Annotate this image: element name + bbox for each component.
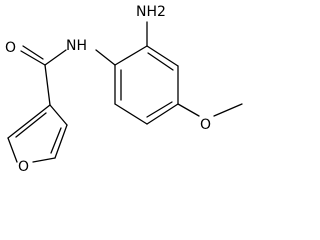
- bond-ring-methoxy-o: [177, 103, 200, 117]
- bond-ring-c4-c5: [146, 103, 179, 125]
- bond-nh-aryl: [95, 49, 116, 66]
- structure-canvas: NH2 NH O O O: [5, 4, 243, 175]
- bond-ring-c1-c2: [114, 45, 148, 66]
- bond-c3-carbonyl: [44, 64, 51, 106]
- methoxy-oxygen-label: O: [200, 117, 211, 133]
- bond-ring-c4-c5-inner: [146, 101, 173, 118]
- bond-carbonyl-o-1: [20, 50, 46, 66]
- bond-furan-c3-c3a: [49, 104, 68, 126]
- bond-carbonyl-nh: [44, 49, 67, 66]
- bond-furan-c4-c4-inner: [50, 127, 62, 154]
- carbonyl-oxygen-label: O: [5, 40, 16, 56]
- furan-oxygen-label: O: [18, 159, 29, 175]
- molecule-drawing: NH2 NH O O O: [5, 4, 243, 175]
- bond-furan-c4-o: [32, 157, 56, 163]
- bond-furan-o-c2: [7, 137, 18, 163]
- bond-furan-c2-c3: [7, 104, 51, 139]
- amide-nh-label: NH: [66, 38, 87, 54]
- bond-methoxy-o-ch3: [213, 103, 243, 117]
- bond-ring-c2-c3: [146, 45, 179, 67]
- amine-label: NH2: [136, 4, 166, 20]
- bond-furan-c2-c3-inner: [15, 112, 47, 138]
- bond-ring-c2-c3-inner: [147, 52, 174, 71]
- bond-ring-c5-c6: [114, 103, 148, 125]
- bond-carbonyl-o-2: [22, 45, 44, 60]
- bond-furan-c3a-c4: [54, 124, 68, 159]
